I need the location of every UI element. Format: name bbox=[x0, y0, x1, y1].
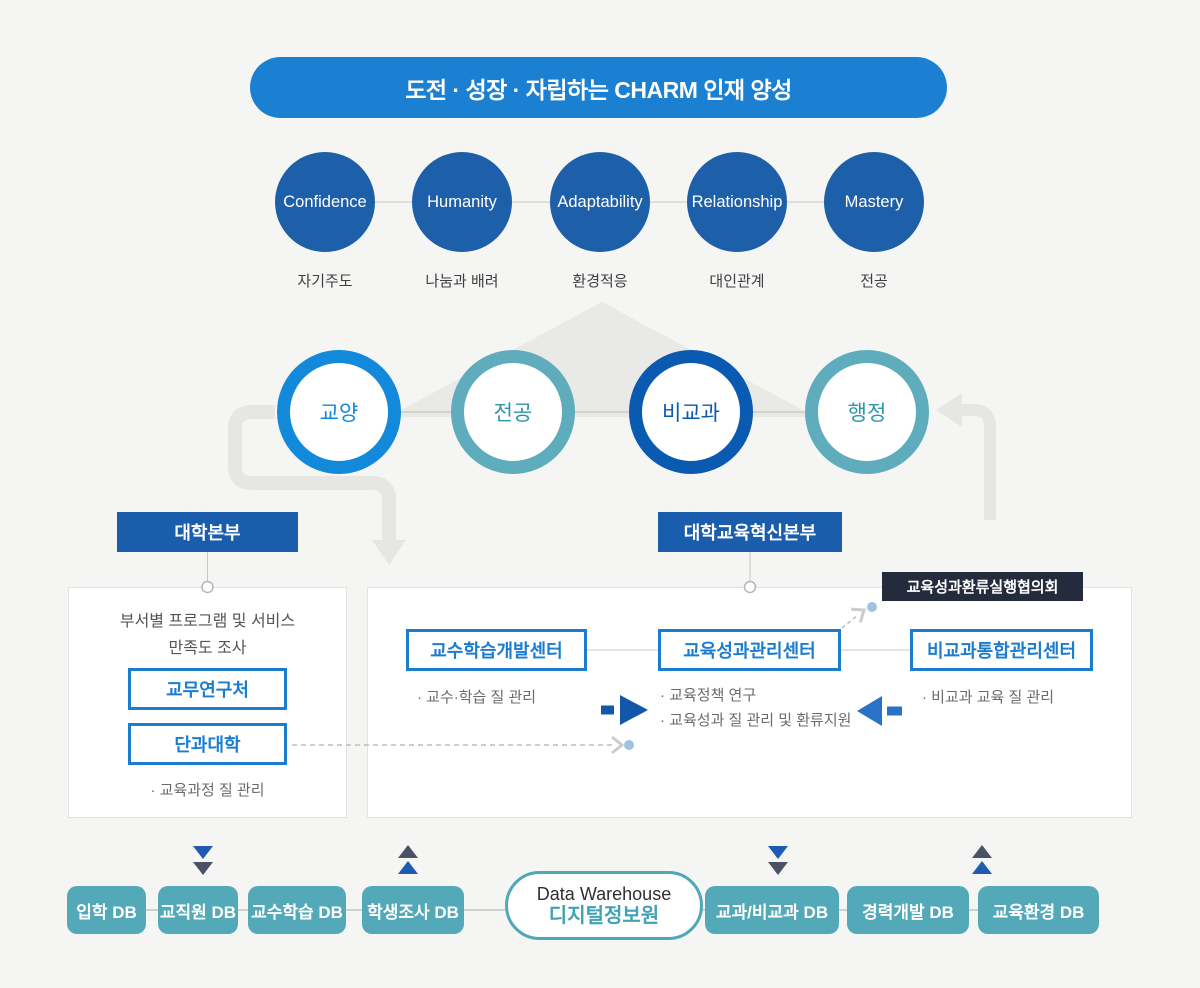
unit-box-academic-affairs: 교무연구처 bbox=[128, 668, 287, 710]
charm-en-label: Mastery bbox=[844, 192, 904, 211]
db-label: 입학 DB bbox=[76, 902, 137, 922]
left-arrowhead-icon bbox=[936, 393, 962, 427]
innovation-hq-title: 대학교육혁신본부 bbox=[683, 523, 817, 543]
down-arrowhead-icon bbox=[372, 540, 406, 565]
center-box-teaching-learning: 교수학습개발센터 bbox=[406, 629, 587, 671]
center-note: · 교육정책 연구 bbox=[660, 687, 757, 704]
center-box-edu-performance: 교육성과관리센터 bbox=[658, 629, 841, 671]
db-box-edu-environment: 교육환경 DB bbox=[978, 886, 1099, 934]
area-circle-major: 전공 bbox=[451, 350, 575, 474]
charm-en-label: Humanity bbox=[427, 192, 497, 211]
unit-label: 단과대학 bbox=[174, 735, 241, 755]
db-box-career-development: 경력개발 DB bbox=[847, 886, 969, 934]
area-label: 비교과 bbox=[662, 402, 720, 425]
charm-en-label: Relationship bbox=[691, 192, 783, 211]
survey-line-2: 만족도 조사 bbox=[168, 640, 247, 657]
area-label: 행정 bbox=[847, 402, 887, 425]
digital-info-center-label: 디지털정보원 bbox=[548, 904, 660, 927]
area-circle-extracurricular: 비교과 bbox=[629, 350, 753, 474]
db-box-teaching-learning: 교수학습 DB bbox=[248, 886, 346, 934]
area-circle-general-education: 교양 bbox=[277, 350, 401, 474]
charm-circle-humanity: Humanity bbox=[412, 152, 512, 252]
area-label: 교양 bbox=[319, 402, 359, 425]
center-label: 비교과통합관리센터 bbox=[926, 641, 1077, 661]
page-title: 도전 · 성장 · 자립하는 CHARM 인재 양성 bbox=[250, 57, 947, 118]
db-box-curricular-extracurricular: 교과/비교과 DB bbox=[705, 886, 839, 934]
charm-ko-label: 환경적응 bbox=[572, 273, 628, 290]
db-label: 교수학습 DB bbox=[251, 902, 343, 922]
db-box-faculty-staff: 교직원 DB bbox=[158, 886, 238, 934]
charm-ko-label: 나눔과 배려 bbox=[425, 273, 499, 290]
center-label: 교육성과관리센터 bbox=[683, 641, 816, 661]
charm-circle-mastery: Mastery bbox=[824, 152, 924, 252]
db-label: 학생조사 DB bbox=[367, 902, 459, 922]
data-warehouse-oval: Data Warehouse 디지털정보원 bbox=[505, 871, 703, 940]
curriculum-quality-note: · 교육과정 질 관리 bbox=[150, 782, 265, 799]
right-flow-elbow bbox=[960, 404, 996, 520]
db-label: 교직원 DB bbox=[159, 902, 237, 922]
survey-description: 부서별 프로그램 및 서비스 만족도 조사 bbox=[78, 608, 337, 662]
up-arrow-icon bbox=[972, 845, 992, 858]
charm-circle-adaptability: Adaptability bbox=[550, 152, 650, 252]
council-box: 교육성과환류실행협의회 bbox=[882, 572, 1083, 601]
db-box-admissions: 입학 DB bbox=[67, 886, 146, 934]
charm-circle-relationship: Relationship bbox=[687, 152, 787, 252]
down-arrow-icon bbox=[768, 846, 788, 859]
up-arrow-icon bbox=[972, 861, 992, 874]
charm-en-label: Adaptability bbox=[557, 192, 643, 211]
center-note: · 교육성과 질 관리 및 환류지원 bbox=[660, 712, 852, 729]
db-box-student-survey: 학생조사 DB bbox=[362, 886, 464, 934]
page-title-text: 도전 · 성장 · 자립하는 CHARM 인재 양성 bbox=[405, 76, 792, 103]
down-arrow-icon bbox=[193, 846, 213, 859]
center-label: 교수학습개발센터 bbox=[430, 641, 563, 661]
center-note: · 교수·학습 질 관리 bbox=[417, 689, 537, 706]
down-arrow-icon bbox=[193, 862, 213, 875]
survey-line-1: 부서별 프로그램 및 서비스 bbox=[119, 613, 296, 630]
data-warehouse-label: Data Warehouse bbox=[536, 883, 672, 904]
charm-ko-label: 자기주도 bbox=[297, 273, 353, 290]
charm-circle-confidence: Confidence bbox=[275, 152, 375, 252]
db-label: 교과/비교과 DB bbox=[715, 902, 829, 922]
unit-label: 교무연구처 bbox=[166, 680, 249, 700]
university-hq-title: 대학본부 bbox=[174, 523, 241, 543]
area-label: 전공 bbox=[493, 402, 533, 425]
db-label: 경력개발 DB bbox=[862, 902, 954, 922]
unit-box-colleges: 단과대학 bbox=[128, 723, 287, 765]
down-arrow-icon bbox=[768, 862, 788, 875]
up-arrow-icon bbox=[398, 845, 418, 858]
innovation-hq-panel bbox=[367, 587, 1132, 818]
center-note: · 비교과 교육 질 관리 bbox=[922, 689, 1055, 706]
council-label: 교육성과환류실행협의회 bbox=[906, 579, 1059, 596]
charm-ko-label: 전공 bbox=[860, 273, 888, 290]
university-hq-box: 대학본부 bbox=[117, 512, 298, 552]
innovation-hq-box: 대학교육혁신본부 bbox=[658, 512, 842, 552]
center-box-extracurricular-mgmt: 비교과통합관리센터 bbox=[910, 629, 1093, 671]
charm-ko-label: 대인관계 bbox=[709, 273, 765, 290]
db-label: 교육환경 DB bbox=[992, 902, 1085, 922]
charm-en-label: Confidence bbox=[283, 192, 367, 211]
up-arrow-icon bbox=[398, 861, 418, 874]
area-circle-administration: 행정 bbox=[805, 350, 929, 474]
